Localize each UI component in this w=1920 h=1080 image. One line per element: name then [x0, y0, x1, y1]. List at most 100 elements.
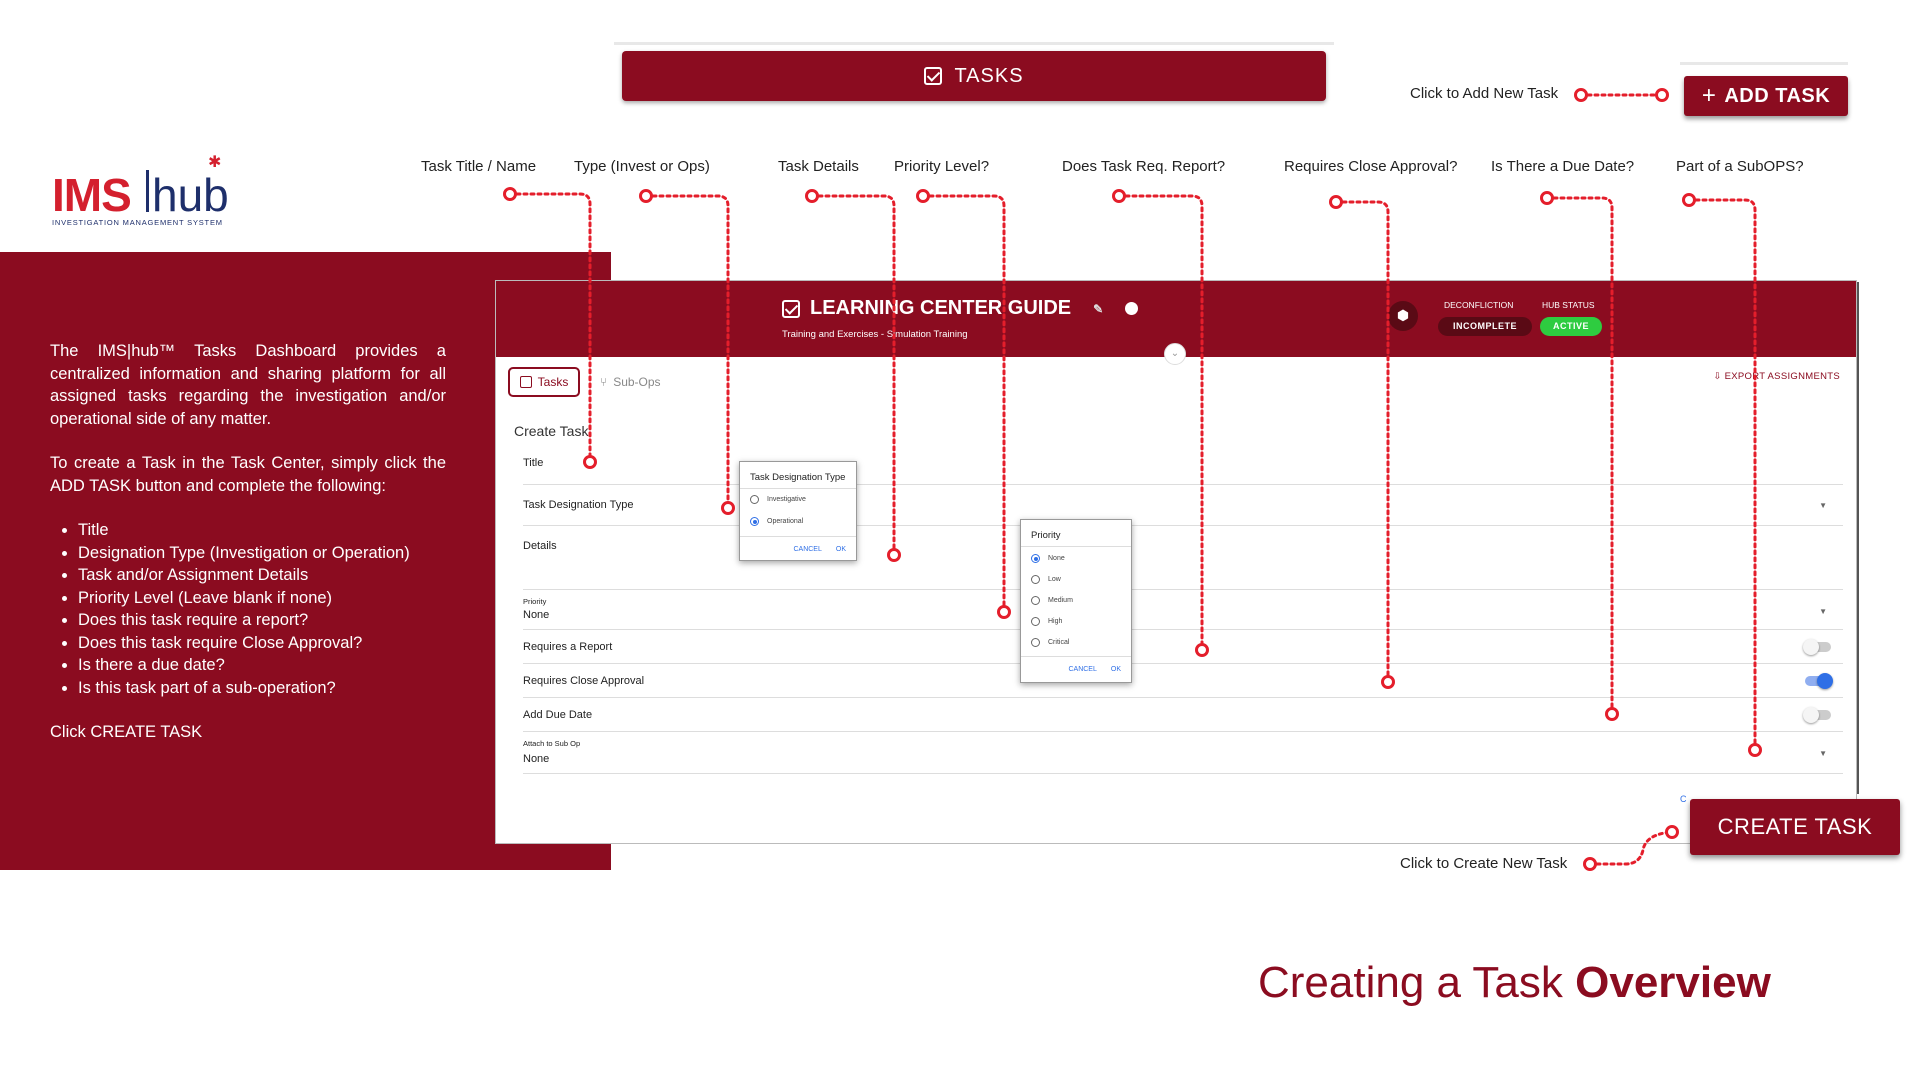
tasks-bar[interactable]: TASKS — [622, 51, 1326, 101]
list-item: Priority Level (Leave blank if none) — [78, 587, 446, 610]
option-low[interactable]: Low — [1031, 575, 1061, 584]
create-task-header: Create Task — [514, 423, 589, 439]
option-label: Medium — [1048, 597, 1073, 604]
cancel-button[interactable]: CANCEL — [793, 546, 822, 553]
designation-dialog-title: Task Designation Type — [750, 472, 846, 483]
add-task-divider — [1680, 62, 1848, 65]
download-icon: ⇩ — [1713, 371, 1722, 382]
option-none[interactable]: None — [1031, 554, 1065, 563]
description-para-3: Click CREATE TASK — [50, 723, 203, 741]
annotation-report: Does Task Req. Report? — [1062, 158, 1226, 175]
list-item: Task and/or Assignment Details — [78, 564, 446, 587]
priority-dialog: Priority None Low Medium High Critical C… — [1020, 519, 1132, 683]
priority-select[interactable]: Priority None ▼ — [523, 590, 1843, 630]
option-high[interactable]: High — [1031, 617, 1062, 626]
due-date-label: Add Due Date — [523, 709, 593, 721]
radio-icon — [1031, 575, 1040, 584]
subop-label: Attach to Sub Op — [523, 739, 581, 748]
option-investigative[interactable]: Investigative — [750, 495, 806, 504]
caret-down-icon: ▼ — [1819, 607, 1827, 616]
details-field[interactable]: Details — [523, 526, 1843, 590]
ok-button[interactable]: OK — [1110, 666, 1121, 673]
logo-hub-text: hub — [152, 169, 229, 221]
plus-icon: + — [1701, 82, 1717, 109]
marker-icon — [1583, 857, 1597, 871]
page-title-normal: Creating a Task — [1258, 958, 1576, 1007]
edit-icon[interactable]: ✎ — [1093, 301, 1104, 316]
checkbox-icon — [782, 299, 800, 318]
annotation-task-title: Task Title / Name — [421, 158, 537, 175]
divider — [1021, 656, 1131, 657]
create-task-button[interactable]: CREATE TASK — [1690, 799, 1900, 855]
priority-label: Priority — [523, 597, 547, 606]
add-task-hint: Click to Add New Task — [1410, 85, 1559, 102]
spark-icon: ✱ — [208, 152, 222, 171]
marker-icon — [916, 189, 930, 203]
divider — [1021, 546, 1131, 547]
option-label: High — [1048, 618, 1063, 625]
option-medium[interactable]: Medium — [1031, 596, 1073, 605]
description-para-1: The IMS|hub™ Tasks Dashboard provides a … — [50, 342, 446, 428]
marker-icon — [1112, 189, 1126, 203]
title-field[interactable]: Title — [523, 445, 1843, 485]
radio-selected-icon — [750, 517, 759, 526]
option-operational[interactable]: Operational — [750, 517, 803, 526]
option-label: Operational — [767, 518, 804, 525]
export-label: EXPORT ASSIGNMENTS — [1724, 371, 1840, 382]
requires-report-row: Requires a Report — [523, 630, 1843, 664]
marker-icon — [503, 187, 517, 201]
option-label: Low — [1048, 576, 1061, 583]
add-task-button[interactable]: + ADD TASK — [1684, 76, 1848, 116]
cancel-button[interactable]: CANCEL — [1068, 666, 1097, 673]
radio-selected-icon — [1031, 554, 1040, 563]
window-subtitle: Training and Exercises - Simulation Trai… — [782, 329, 968, 340]
details-label: Details — [523, 540, 557, 552]
window-shadow — [1856, 282, 1859, 794]
marker-icon — [1329, 195, 1343, 209]
subop-value: None — [523, 753, 550, 765]
designation-dialog-buttons: CANCEL OK — [793, 546, 846, 553]
due-date-row: Add Due Date — [523, 698, 1843, 732]
option-label: None — [1048, 555, 1065, 562]
close-approval-toggle[interactable] — [1805, 673, 1833, 689]
radio-icon — [1031, 638, 1040, 647]
tasks-bar-label: TASKS — [954, 64, 1024, 87]
radio-icon — [1031, 617, 1040, 626]
info-icon[interactable] — [1125, 302, 1139, 315]
radio-icon — [1031, 596, 1040, 605]
logo-separator — [146, 170, 149, 212]
marker-icon — [1655, 88, 1669, 102]
subop-select[interactable]: Attach to Sub Op None ▼ — [523, 732, 1843, 774]
create-task-hint: Click to Create New Task — [1400, 855, 1568, 872]
caret-down-icon: ▼ — [1819, 501, 1827, 510]
annotation-priority: Priority Level? — [894, 158, 990, 175]
requires-report-toggle[interactable] — [1803, 639, 1831, 655]
annotation-task-details: Task Details — [778, 158, 859, 175]
logo-subtitle: INVESTIGATION MANAGEMENT SYSTEM — [52, 218, 223, 227]
list-item: Does this task require a report? — [78, 609, 446, 632]
marker-icon — [1682, 193, 1696, 207]
page-title: Creating a Task Overview — [1258, 958, 1771, 1008]
designation-field[interactable]: Task Designation Type ▼ — [523, 485, 1843, 526]
tab-tasks[interactable]: Tasks — [508, 367, 580, 397]
export-assignments-button[interactable]: ⇩ EXPORT ASSIGNMENTS — [1713, 371, 1840, 382]
description-para-2: To create a Task in the Task Center, sim… — [50, 454, 446, 495]
cancel-link[interactable]: C — [1680, 794, 1687, 804]
marker-icon — [639, 189, 653, 203]
annotation-due-date: Is There a Due Date? — [1491, 158, 1635, 175]
option-critical[interactable]: Critical — [1031, 638, 1069, 647]
due-date-toggle[interactable] — [1803, 707, 1831, 723]
shield-icon[interactable]: ⬢ — [1388, 301, 1418, 331]
ok-button[interactable]: OK — [835, 546, 846, 553]
checkbox-icon — [924, 67, 943, 85]
window-title-text: LEARNING CENTER GUIDE — [810, 297, 1072, 319]
chevron-down-icon[interactable]: ⌄ — [1164, 343, 1186, 365]
add-task-label: ADD TASK — [1724, 84, 1831, 107]
list-item: Is there a due date? — [78, 654, 446, 677]
description-text: The IMS|hub™ Tasks Dashboard provides a … — [50, 340, 446, 766]
hub-status-label: HUB STATUS — [1542, 300, 1595, 310]
tab-subops-label: Sub-Ops — [613, 375, 661, 389]
designation-dialog: Task Designation Type Investigative Oper… — [739, 461, 857, 561]
requires-report-label: Requires a Report — [523, 641, 613, 653]
tab-subops[interactable]: ⑂ Sub-Ops — [600, 367, 661, 397]
